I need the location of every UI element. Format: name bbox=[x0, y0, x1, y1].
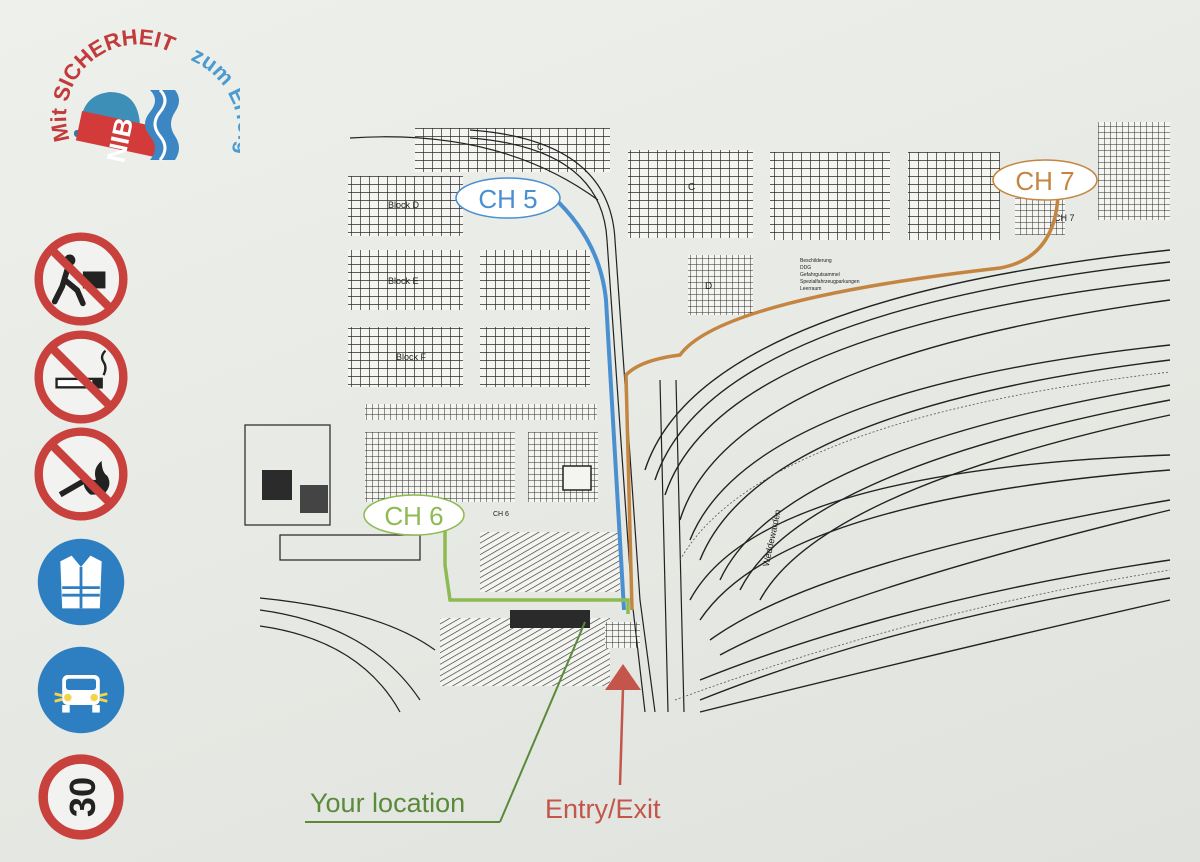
entry-booths bbox=[605, 622, 640, 648]
block-top-right bbox=[908, 152, 1000, 240]
no-smoking-icon bbox=[34, 330, 128, 424]
checkpoint-ch7: CH 7 bbox=[992, 159, 1098, 201]
map-legend: Beschilderung DDG Gefahrgutsammel Spezia… bbox=[800, 258, 860, 292]
checkpoint-ch5-label: CH 5 bbox=[478, 184, 537, 214]
entry-exit-arrow-icon bbox=[605, 664, 641, 690]
block-d bbox=[348, 176, 463, 236]
svg-text:Gefahrgutsammel: Gefahrgutsammel bbox=[800, 272, 840, 278]
block-c-main bbox=[628, 150, 753, 238]
route-ch7 bbox=[624, 194, 1060, 611]
block-f-label: Block F bbox=[396, 352, 427, 362]
block-f-right bbox=[480, 327, 590, 387]
svg-text:Spezialfahrzeugparkungen: Spezialfahrzeugparkungen bbox=[800, 279, 860, 285]
block-d-small bbox=[688, 255, 753, 315]
logo-mark-block bbox=[75, 110, 171, 160]
building-left bbox=[262, 470, 292, 500]
logo-waves-icon bbox=[145, 90, 179, 160]
no-pedestrians-icon bbox=[34, 232, 128, 326]
block-c-top-label: C bbox=[537, 142, 544, 152]
block-e-right bbox=[480, 250, 590, 310]
nib-logo: Mit SICHERHEIT zum Erfolg NIB bbox=[46, 24, 240, 165]
your-location-label: Your location bbox=[310, 788, 465, 818]
high-visibility-vest-required-icon bbox=[37, 538, 125, 626]
your-location-marker: Your location bbox=[305, 621, 586, 823]
block-top-far-right bbox=[1098, 122, 1170, 220]
svg-text:Leerraum: Leerraum bbox=[800, 286, 821, 292]
block-f bbox=[348, 327, 463, 387]
checkpoint-ch6: CH 6 bbox=[363, 494, 465, 536]
lower-left-roads bbox=[259, 534, 436, 713]
block-e bbox=[348, 250, 463, 310]
highway-curves bbox=[644, 249, 1171, 713]
checkpoint-ch5: CH 5 bbox=[455, 177, 561, 219]
block-e-label: Block E bbox=[388, 276, 419, 286]
block-row-strip bbox=[365, 404, 597, 420]
block-top-middle bbox=[770, 152, 890, 240]
parking-lower bbox=[480, 532, 620, 592]
svg-text:Beschilderung: Beschilderung bbox=[800, 258, 832, 264]
speed-limit-icon: 30 bbox=[38, 754, 124, 840]
entry-exit-label: Entry/Exit bbox=[545, 794, 661, 824]
street-name: Weddewarden bbox=[761, 509, 783, 568]
speed-limit-value: 30 bbox=[62, 777, 103, 817]
block-d-small-label: D bbox=[705, 281, 712, 292]
safety-sidebar: Mit SICHERHEIT zum Erfolg NIB bbox=[0, 0, 240, 862]
route-ch5 bbox=[550, 194, 626, 611]
entry-exit-marker: Entry/Exit bbox=[545, 664, 661, 824]
no-open-fire-icon bbox=[34, 427, 128, 521]
block-mid-left bbox=[365, 432, 515, 502]
checkpoint-ch7-label: CH 7 bbox=[1015, 166, 1074, 196]
block-c-main-label: C bbox=[688, 182, 695, 193]
svg-text:DDG: DDG bbox=[800, 265, 811, 271]
checkpoint-ch6-label: CH 6 bbox=[384, 501, 443, 531]
route-ch6 bbox=[443, 530, 630, 614]
parking-bottom bbox=[440, 618, 610, 686]
block-ch7-label: CH 7 bbox=[1054, 213, 1075, 223]
headlights-on-required-icon bbox=[37, 646, 125, 734]
block-ch6-label: CH 6 bbox=[493, 511, 509, 518]
main-gate-building bbox=[510, 610, 590, 628]
block-d-label: Block D bbox=[388, 200, 420, 210]
